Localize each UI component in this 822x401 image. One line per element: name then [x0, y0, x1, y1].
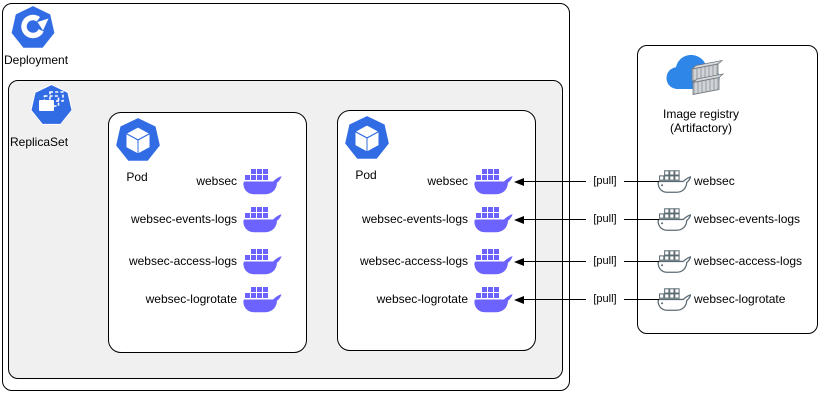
docker-whale-outline-icon: [657, 249, 691, 273]
container-name: websec-logrotate: [145, 292, 237, 306]
registry-title-line1: Image registry: [662, 107, 740, 121]
registry-image-row: websec-events-logs: [657, 205, 800, 233]
pull-label: [pull]: [586, 174, 624, 189]
container-name: websec: [196, 174, 237, 188]
replicaset-label: ReplicaSet: [10, 135, 69, 149]
container-row: websec-logrotate: [145, 285, 282, 313]
deployment-label: Deployment: [4, 53, 69, 67]
kubernetes-deployment-icon: [10, 5, 56, 49]
image-name: websec: [694, 174, 735, 188]
container-name: websec-events-logs: [130, 212, 237, 226]
pod-box-1: Pod websec websec-events-logs websec-acc…: [108, 112, 307, 353]
deployment-box: Deployment ReplicaSet: [2, 3, 570, 391]
container-row: websec: [378, 167, 513, 195]
docker-whale-icon: [473, 205, 513, 233]
container-name: websec-access-logs: [128, 254, 237, 268]
image-name: websec-access-logs: [694, 254, 803, 268]
pull-arrowhead-icon: [514, 257, 524, 266]
pod-label: Pod: [126, 170, 148, 184]
pull-label: [pull]: [586, 212, 624, 227]
pod-label: Pod: [355, 168, 377, 182]
registry-image-row: websec-logrotate: [657, 285, 785, 313]
kubernetes-pod-icon: [344, 115, 390, 160]
container-row: websec: [149, 167, 282, 195]
cloud-containers-icon: [666, 55, 725, 95]
pull-arrowhead-icon: [514, 177, 524, 186]
docker-whale-icon: [473, 167, 513, 195]
container-row: websec-events-logs: [362, 205, 513, 233]
registry-title-line2: (Artifactory): [669, 121, 732, 135]
container-row: websec-logrotate: [376, 285, 513, 313]
image-name: websec-events-logs: [694, 212, 801, 226]
container-row: websec-access-logs: [129, 247, 282, 275]
container-name: websec-events-logs: [361, 212, 468, 226]
docker-whale-icon: [242, 167, 282, 195]
pull-label: [pull]: [586, 292, 624, 307]
container-row: websec-access-logs: [360, 247, 513, 275]
kubernetes-replicaset-icon: [30, 84, 73, 125]
container-row: websec-events-logs: [131, 205, 282, 233]
pod-box-2: Pod websec websec-events-logs websec-acc…: [337, 110, 536, 351]
docker-whale-icon: [242, 247, 282, 275]
replicaset-box: ReplicaSet Pod websec websec-: [8, 80, 563, 379]
container-name: websec-logrotate: [376, 292, 468, 306]
registry-image-row: websec: [657, 167, 735, 195]
container-name: websec: [427, 174, 468, 188]
docker-whale-icon: [473, 247, 513, 275]
docker-whale-outline-icon: [657, 169, 691, 193]
docker-whale-icon: [473, 285, 513, 313]
docker-whale-outline-icon: [657, 207, 691, 231]
registry-title: Image registry (Artifactory): [638, 107, 764, 135]
pull-arrowhead-icon: [514, 215, 524, 224]
docker-whale-icon: [242, 285, 282, 313]
registry-box: Image registry (Artifactory) websec webs…: [637, 45, 818, 334]
registry-image-row: websec-access-logs: [657, 247, 802, 275]
image-name: websec-logrotate: [694, 292, 786, 306]
docker-whale-icon: [242, 205, 282, 233]
pull-arrowhead-icon: [514, 295, 524, 304]
container-name: websec-access-logs: [359, 254, 468, 268]
kubernetes-pod-icon: [115, 117, 161, 162]
pull-label: [pull]: [586, 254, 624, 269]
docker-whale-outline-icon: [657, 287, 691, 311]
